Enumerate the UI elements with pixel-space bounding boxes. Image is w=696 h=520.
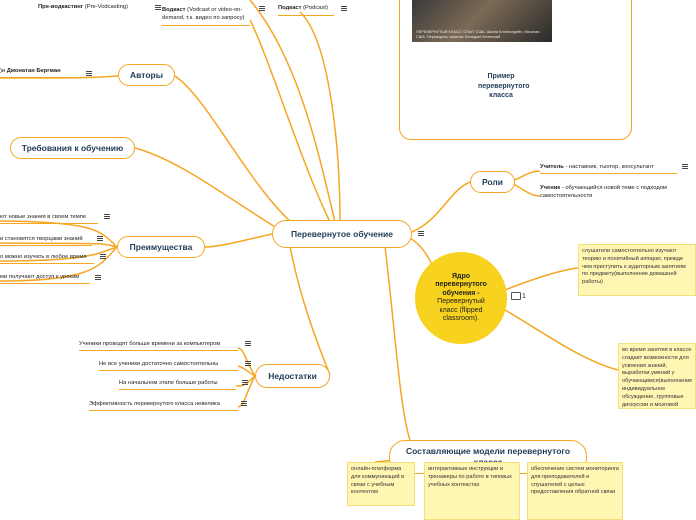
role-teacher-menu-icon[interactable] bbox=[682, 164, 688, 169]
advantage-menu-icon[interactable] bbox=[97, 236, 103, 241]
comment-icon bbox=[511, 292, 521, 300]
core-subtitle: Перевернутый класс (flipped classroom). bbox=[437, 298, 485, 322]
prevodcasting-menu-icon[interactable] bbox=[155, 5, 161, 10]
roles-topic[interactable]: Роли bbox=[470, 171, 515, 193]
comment-count[interactable]: 1 bbox=[511, 292, 526, 300]
prevodcasting-leaf[interactable]: Пре-водкастинг (Pre-Vodcasting) bbox=[38, 3, 148, 11]
comment-number: 1 bbox=[522, 292, 526, 300]
role-teacher[interactable]: Учитель - наставник, тьютор, консультант bbox=[540, 163, 677, 174]
central-topic[interactable]: Перевернутое обучение bbox=[272, 220, 412, 248]
example-image-frame bbox=[399, 0, 632, 140]
disadvantage-menu-icon[interactable] bbox=[245, 341, 251, 346]
component-platform[interactable]: онлайн-платформа для коммуникаций в связ… bbox=[347, 462, 415, 506]
author-prefix: )и bbox=[0, 68, 7, 74]
disadvantage-item[interactable]: Эффективность перевернутого класса невел… bbox=[89, 400, 238, 411]
disadvantage-menu-icon[interactable] bbox=[241, 401, 247, 406]
example-label: Пример перевернутого класса bbox=[478, 73, 530, 99]
note-self-study[interactable]: слушатели самостоятельно изучают теорию … bbox=[578, 244, 696, 296]
role-student-desc: - обучающийся новой теме с подходом само… bbox=[540, 185, 667, 199]
vodcast-menu-icon[interactable] bbox=[259, 6, 265, 11]
vodcast-rest: (Vodcast or video-on-demand, т.к. видео … bbox=[162, 7, 245, 21]
advantages-topic[interactable]: Преимущества bbox=[117, 236, 205, 258]
core-title: Ядро перевернутого обучения - bbox=[435, 272, 487, 297]
advantage-item[interactable]: ют новые знания в своем темпе bbox=[0, 213, 98, 224]
central-menu-icon[interactable] bbox=[418, 231, 424, 236]
requirements-topic[interactable]: Требования к обучению bbox=[10, 137, 135, 159]
classroom-photo[interactable] bbox=[412, 0, 552, 42]
podcast-menu-icon[interactable] bbox=[341, 6, 347, 11]
podcast-leaf[interactable]: Подкаст (Podcast) bbox=[278, 4, 334, 16]
podcast-bold: Подкаст bbox=[278, 5, 302, 11]
author-leaf[interactable]: )и Джонатан Бергман bbox=[0, 67, 80, 78]
role-teacher-title: Учитель bbox=[540, 164, 564, 170]
advantage-item[interactable]: и становятся творцами знаний bbox=[0, 235, 92, 246]
disadvantage-item[interactable]: Ученики проводят больше времени за компь… bbox=[79, 340, 238, 351]
authors-topic[interactable]: Авторы bbox=[118, 64, 175, 86]
disadvantage-item[interactable]: Не все ученики достаточно самостоятельны bbox=[99, 360, 238, 371]
prevodcasting-bold: Пре-водкастинг bbox=[38, 4, 84, 10]
advantage-menu-icon[interactable] bbox=[95, 275, 101, 280]
role-student[interactable]: Ученик - обучающийся новой теме с подход… bbox=[540, 184, 690, 200]
disadvantage-menu-icon[interactable] bbox=[242, 380, 248, 385]
advantage-item[interactable]: о можно изучать в любое время bbox=[0, 253, 94, 264]
disadvantage-item[interactable]: На начальном этапе больше работы bbox=[119, 379, 236, 390]
advantage-menu-icon[interactable] bbox=[104, 214, 110, 219]
advantage-item[interactable]: ми получают доступ к урокам bbox=[0, 273, 90, 284]
component-monitoring[interactable]: обеспечение систем мониторинга для препо… bbox=[527, 462, 623, 520]
note-classroom[interactable]: во время занятия в классе создает возмож… bbox=[618, 343, 696, 409]
author-name: Джонатан Бергман bbox=[6, 68, 61, 74]
core-circle[interactable]: Ядро перевернутого обучения - Перевернут… bbox=[415, 252, 507, 344]
photo-caption: ПЕРЕВЕРНУТЫЙ КЛАСС: ОПЫТ США. Школа Клин… bbox=[416, 30, 541, 39]
author-menu-icon[interactable] bbox=[86, 71, 92, 76]
prevodcasting-rest: (Pre-Vodcasting) bbox=[83, 4, 128, 10]
role-student-title: Ученик bbox=[540, 185, 561, 191]
vodcast-leaf[interactable]: Водкаст (Vodcast or video-on-demand, т.к… bbox=[162, 6, 250, 26]
vodcast-bold: Водкаст bbox=[162, 7, 186, 13]
podcast-rest: (Podcast) bbox=[301, 5, 328, 11]
component-simulators[interactable]: интерактивные инструкции и тренажеры по … bbox=[424, 462, 520, 520]
disadvantage-menu-icon[interactable] bbox=[245, 361, 251, 366]
disadvantages-topic[interactable]: Недостатки bbox=[255, 364, 330, 388]
advantage-menu-icon[interactable] bbox=[100, 254, 106, 259]
role-teacher-desc: - наставник, тьютор, консультант bbox=[563, 164, 654, 170]
